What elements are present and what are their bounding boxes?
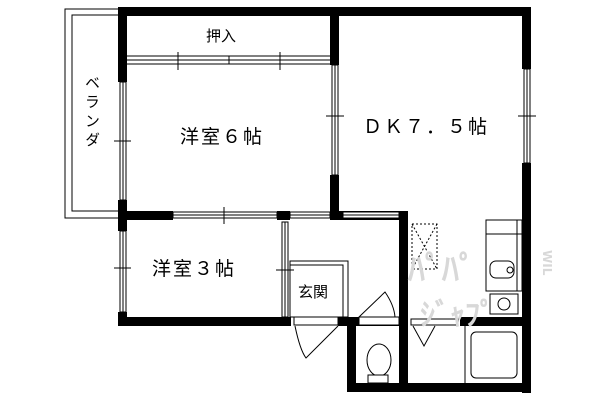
closet-doors <box>127 52 330 70</box>
watermark-line1: ﾊﾟﾊﾟ <box>408 250 476 290</box>
kitchen-sink-icon <box>485 219 523 292</box>
windows <box>114 64 536 318</box>
western-room-3-label: 洋室３帖 <box>152 258 237 280</box>
refrigerator-space-icon <box>411 223 438 270</box>
watermark-suffix: WIL <box>540 250 554 276</box>
entrance-outline <box>289 260 400 359</box>
walls <box>118 7 531 393</box>
entrance-label: 玄関 <box>298 283 329 301</box>
washing-machine-space-icon <box>410 318 459 348</box>
closet-label: 押入 <box>206 27 237 45</box>
watermark-line2: ｼﾞｬﾌﾟ <box>420 298 495 333</box>
western-room-6-label: 洋室６帖 <box>180 126 265 148</box>
veranda-label: ベランダ <box>83 75 101 151</box>
gas-stove-icon <box>489 293 519 315</box>
dk-label: ＤＫ７．５帖 <box>363 116 490 138</box>
bathtub-icon <box>464 326 518 383</box>
toilet-icon <box>366 343 392 384</box>
